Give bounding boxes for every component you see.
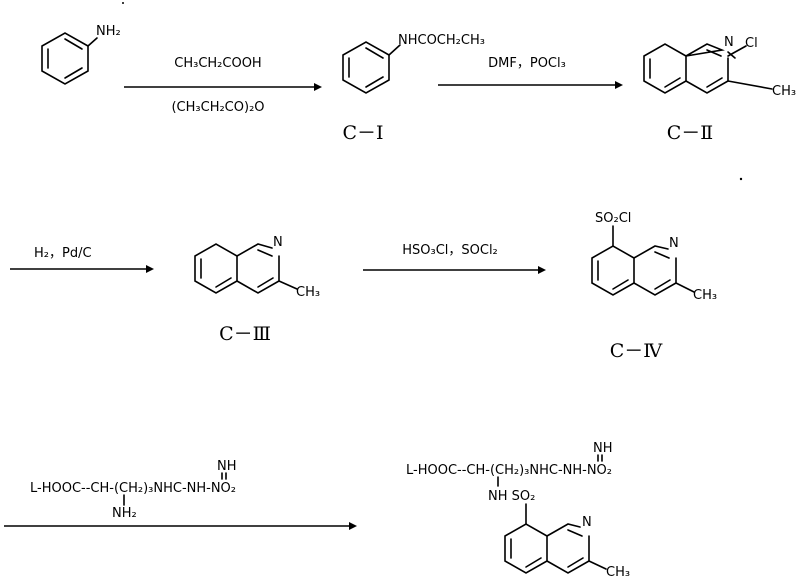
c2-methyl: CH₃: [772, 84, 796, 99]
reactant-amine: NH₂: [112, 506, 137, 521]
c1-label: C－Ⅰ: [342, 122, 383, 144]
c3-label: C－Ⅲ: [219, 323, 271, 345]
aniline-structure: [41, 32, 98, 85]
c1-structure: [342, 41, 401, 94]
product-nitrogen: N: [582, 515, 592, 530]
c4-methyl: CH₃: [693, 288, 717, 303]
speck-dot: [739, 177, 743, 181]
reagent-propionic-anhydride: (CH₃CH₂CO)₂O: [171, 100, 264, 115]
c1-substituent: NHCOCH₂CH₃: [398, 33, 485, 48]
c4-structure: [591, 225, 695, 296]
product-sulfonamide: NH SO₂: [488, 489, 535, 504]
reactant-formula: L-HOOC--CH-(CH₂)₃NHC-NH-NO₂: [30, 481, 236, 496]
c4-nitrogen: N: [669, 236, 679, 251]
speck-dot-top: [122, 2, 124, 4]
reagent-h2-pdc: H₂，Pd/C: [34, 246, 92, 261]
reaction-arrow-5-head: [349, 522, 357, 530]
reaction-arrow-4-head: [538, 266, 546, 274]
reactant-imine-nh: NH: [217, 459, 237, 474]
c3-structure: [194, 243, 298, 294]
c4-sulfonyl-chloride: SO₂Cl: [595, 211, 631, 226]
reagent-dmf-pocl3: DMF，POCl₃: [488, 56, 566, 71]
c2-label: C－Ⅱ: [667, 122, 713, 144]
c2-nitrogen: N: [724, 35, 734, 50]
c3-methyl: CH₃: [296, 285, 320, 300]
product-methyl: CH₃: [606, 565, 630, 579]
c3-nitrogen: N: [273, 235, 283, 250]
c4-label: C－Ⅳ: [610, 340, 664, 362]
aniline-nh2-label: NH₂: [96, 24, 121, 39]
reagent-chlorosulfonic: HSO₃Cl，SOCl₂: [402, 243, 498, 258]
c2-structure: [643, 43, 773, 94]
product-imine-nh: NH: [593, 441, 613, 456]
c2-chlorine: Cl: [745, 36, 758, 51]
reaction-arrow-3-head: [146, 265, 154, 273]
reaction-arrow-1-head: [314, 83, 322, 91]
product-quinoline-structure: [504, 503, 607, 574]
reaction-arrow-2-head: [615, 81, 623, 89]
product-formula: L-HOOC--CH-(CH₂)₃NHC-NH-NO₂: [406, 463, 612, 478]
reagent-propionic-acid: CH₃CH₂COOH: [174, 56, 261, 71]
